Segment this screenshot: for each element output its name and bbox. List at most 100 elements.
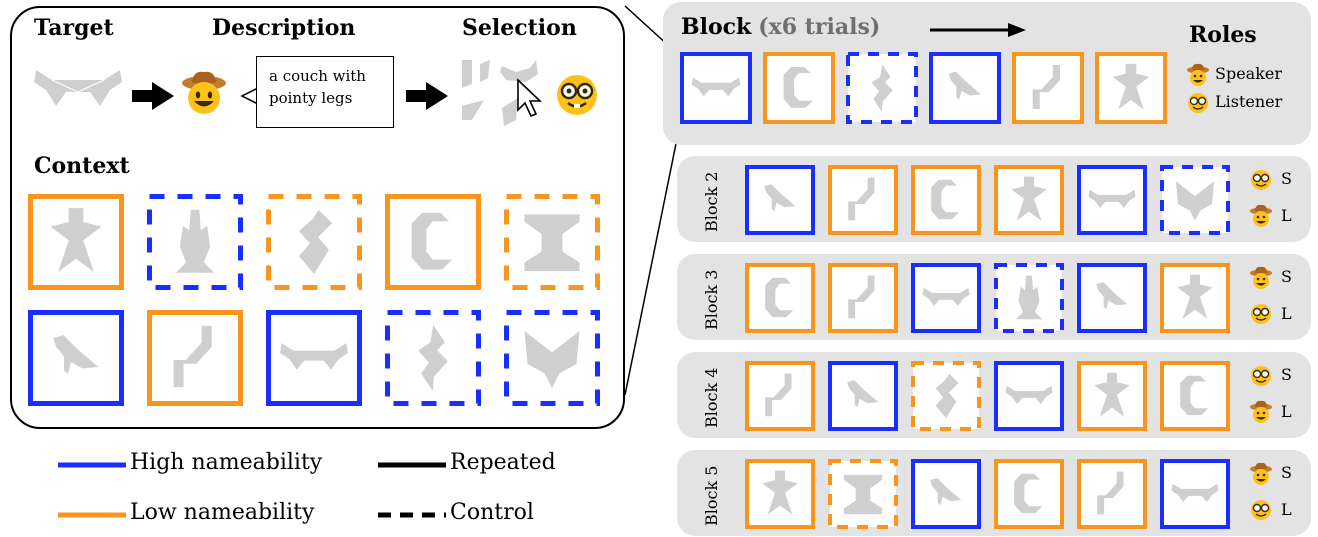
listener-role-label: L (1281, 500, 1292, 519)
tangram-shape (416, 322, 450, 394)
tangram-shape (764, 372, 793, 417)
legend-repeated-label: Repeated (450, 450, 556, 475)
tangram-shape (1092, 371, 1132, 419)
legend-control-swatch (378, 512, 446, 518)
nerd-emoji-icon (1188, 93, 1208, 113)
tile-border (911, 165, 981, 235)
tangram-shape (929, 477, 963, 507)
listener-label: Listener (1215, 92, 1283, 111)
context-tile (147, 310, 243, 406)
speaker-role-label: S (1281, 267, 1292, 286)
tangram-shape (1179, 375, 1210, 416)
description-bubble: a couch with pointy legs (256, 56, 394, 128)
tangram-shape (870, 62, 894, 114)
block-tile (745, 165, 815, 235)
block-1-tile (1012, 52, 1084, 124)
block-label: Block 4 (702, 367, 721, 428)
selection-shapes (462, 60, 538, 126)
nerd-emoji-icon (1249, 168, 1273, 196)
speaker-role-label: S (1281, 365, 1292, 384)
block-tile (1160, 361, 1230, 431)
block-title-text: Block (681, 14, 752, 40)
listener-role-label: L (1281, 304, 1292, 323)
tile-border (994, 165, 1064, 235)
description-heading: Description (212, 15, 356, 41)
tangram-shape (1009, 175, 1049, 223)
tile-border (385, 194, 481, 290)
tangram-shape (52, 334, 101, 377)
tile-border (147, 310, 243, 406)
block-1-tile (1095, 52, 1167, 124)
tangram-shape (1087, 188, 1137, 210)
block-tile (828, 361, 898, 431)
tangram-shape (523, 213, 581, 273)
speaker-role-label: S (1281, 463, 1292, 482)
block-tile (828, 263, 898, 333)
speaker-role-label: S (1281, 169, 1292, 188)
legend-high-label: High nameability (130, 450, 323, 475)
nerd-emoji-icon (1249, 302, 1273, 330)
tangram-shape (1175, 273, 1215, 321)
block-tile (1160, 459, 1230, 529)
context-tile (385, 194, 481, 290)
context-tile (147, 194, 243, 290)
block-tile (994, 459, 1064, 529)
tile-border (994, 459, 1064, 529)
tangram-shape (297, 208, 334, 276)
block-1-tile (929, 52, 1001, 124)
block-label: Block 2 (702, 171, 721, 232)
context-tile (28, 310, 124, 406)
context-heading: Context (34, 153, 130, 179)
legend-high-swatch (58, 462, 126, 468)
legend-low-label: Low nameability (130, 500, 315, 525)
tangram-shape (1170, 482, 1220, 504)
tile-border (763, 52, 835, 124)
listener-role-label: L (1281, 206, 1292, 225)
tangram-shape (1175, 179, 1215, 223)
block-tile (745, 361, 815, 431)
block-tile (1077, 263, 1147, 333)
tangram-shape (1095, 281, 1129, 311)
tangram-shape (760, 469, 800, 517)
block-trials-text: (x6 trials) (758, 14, 881, 40)
tangram-shape (847, 274, 876, 319)
tangram-shape (48, 207, 104, 275)
context-tile (504, 310, 600, 406)
nerd-emoji-icon (1249, 498, 1273, 526)
block-1-title: Block (x6 trials) (681, 14, 880, 40)
tangram-shape (1013, 473, 1044, 514)
tangram-shape (947, 70, 983, 101)
right-arrow-icon (406, 82, 448, 110)
long-arrow-icon (930, 23, 1026, 37)
tile-border (1012, 52, 1084, 124)
block-tile (828, 459, 898, 529)
tangram-shape (764, 277, 795, 318)
tangram-shape (279, 341, 349, 372)
tangram-shape (523, 328, 581, 391)
context-tile (28, 194, 124, 290)
block-tile (911, 165, 981, 235)
block-1-tile (680, 52, 752, 124)
right-arrow-icon (132, 82, 174, 110)
legend-repeated-swatch (378, 462, 446, 468)
tile-border (1160, 459, 1230, 529)
cowboy-emoji-icon (1249, 400, 1273, 428)
block-1-tile (846, 52, 918, 124)
legend-low-swatch (58, 512, 126, 518)
block-1-tile (763, 52, 835, 124)
block-tile (1077, 165, 1147, 235)
mouse-cursor-icon (517, 78, 542, 118)
tangram-shape (1031, 64, 1061, 110)
block-tile (828, 165, 898, 235)
tile-border (1077, 165, 1147, 235)
context-tile (385, 310, 481, 406)
legend-control-label: Control (450, 500, 534, 525)
cowboy-emoji-icon (1249, 266, 1273, 294)
tile-border (745, 263, 815, 333)
block-tile (994, 263, 1064, 333)
block-tile (994, 165, 1064, 235)
block-tile (1160, 263, 1230, 333)
tangram-shape (1096, 470, 1125, 515)
target-couch-shape (34, 70, 122, 106)
tangram-shape (410, 211, 455, 271)
